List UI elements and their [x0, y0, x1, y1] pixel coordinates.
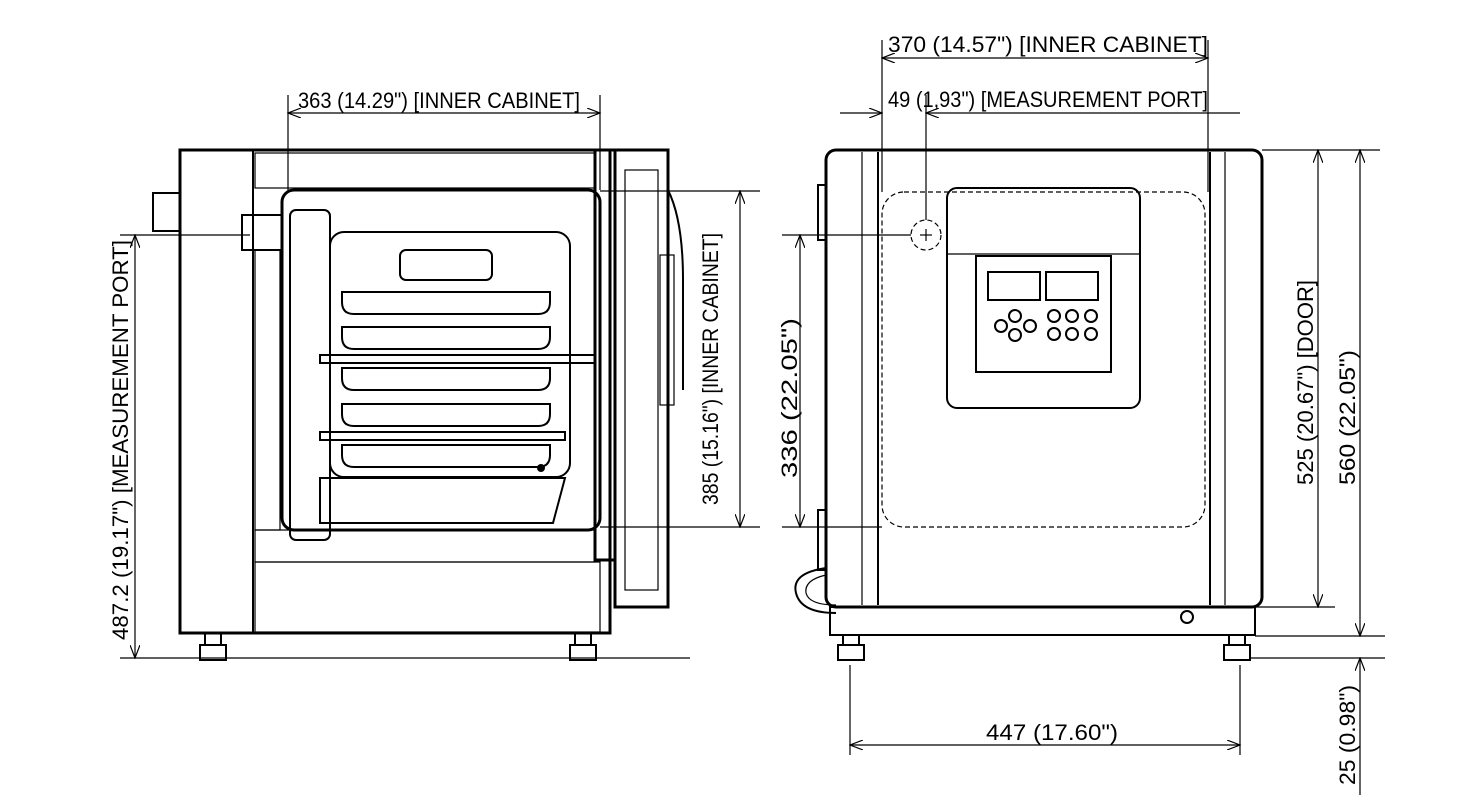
measurement-port	[910, 219, 942, 251]
side-inner-width-label: 363 (14.29") [INNER CABINET]	[298, 88, 580, 113]
foot-height-label: 25 (0.98")	[1335, 685, 1360, 785]
inner-cabinet	[280, 188, 602, 532]
display-right	[1045, 271, 1099, 301]
side-view: 363 (14.29") [INNER CABINET] 385 (15.16"…	[108, 88, 760, 661]
side-inner-height-label: 385 (15.16") [INNER CABINET]	[698, 233, 723, 505]
front-port-height-label: 336 (22.05")	[777, 318, 802, 478]
control-buttons	[994, 309, 1098, 342]
side-port-height-label: 487.2 (19.17") [MEASUREMENT PORT]	[108, 240, 133, 640]
back-insulation	[254, 249, 281, 531]
control-panel	[946, 187, 1141, 409]
total-height-label: 560 (22.05")	[1335, 350, 1360, 485]
side-port-fitting	[152, 192, 181, 232]
shelves	[319, 291, 596, 524]
front-foot	[842, 634, 860, 646]
door-height-label: 525 (20.67") [DOOR]	[1293, 280, 1318, 485]
side-foot	[574, 632, 592, 646]
power-cord	[794, 567, 837, 614]
front-base	[829, 606, 1256, 636]
top-insulation	[254, 152, 596, 189]
front-door-outline	[824, 148, 1264, 609]
top-tray	[399, 249, 493, 281]
bottom-insulation	[254, 529, 596, 563]
side-body-outline	[178, 148, 612, 635]
width-label: 447 (17.60")	[986, 720, 1118, 745]
front-inner-width-label: 370 (14.57") [INNER CABINET]	[888, 32, 1208, 57]
front-view: 370 (14.57") [INNER CABINET] 49 (1,93") …	[777, 32, 1385, 795]
side-door	[613, 148, 670, 609]
side-foot	[204, 632, 222, 646]
door-handle	[667, 189, 684, 390]
display-left	[987, 271, 1041, 301]
front-foot	[1228, 634, 1246, 646]
inner-cabinet-hidden	[881, 191, 1206, 528]
port-offset-label: 49 (1,93") [MEASUREMENT PORT]	[888, 87, 1208, 112]
